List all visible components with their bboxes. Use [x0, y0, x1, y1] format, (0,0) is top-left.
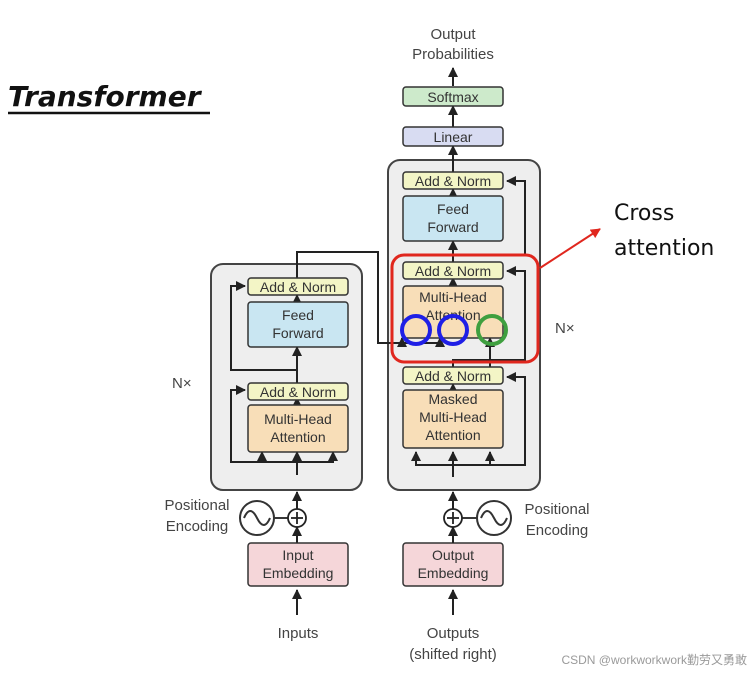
svg-text:Encoding: Encoding: [166, 518, 229, 535]
inputs-label: Inputs: [278, 625, 319, 642]
decoder-add-norm-low: [402, 366, 504, 385]
key-input-highlight: [400, 314, 432, 346]
svg-text:Encoding: Encoding: [526, 522, 589, 539]
outputs-label: Outputs: [427, 625, 480, 642]
svg-text:Multi-Head: Multi-Head: [419, 289, 487, 305]
svg-text:Add & Norm: Add & Norm: [260, 279, 336, 295]
query-input-highlight: [476, 314, 508, 346]
svg-text:Output: Output: [432, 547, 474, 563]
softmax-layer: [402, 86, 504, 107]
watermark: CSDN @workworkwork勤劳又勇敢: [561, 653, 747, 667]
svg-text:Probabilities: Probabilities: [412, 46, 494, 63]
svg-text:Masked: Masked: [428, 391, 477, 407]
decoder-masked-multi-head-attention: [402, 389, 504, 449]
svg-text:Multi-Head: Multi-Head: [264, 411, 332, 427]
positional-encoding-left: Positional: [164, 497, 229, 514]
svg-text:Forward: Forward: [272, 325, 323, 341]
linear-layer: [402, 126, 504, 147]
svg-text:(shifted right): (shifted right): [409, 646, 497, 663]
svg-text:Embedding: Embedding: [418, 565, 489, 581]
cross-attention-label: Cross: [614, 201, 674, 226]
encoder-feed-forward: [247, 301, 349, 348]
svg-text:Softmax: Softmax: [427, 89, 478, 105]
svg-text:Forward: Forward: [427, 219, 478, 235]
encoder-nx-label: N×: [172, 375, 192, 392]
svg-text:Add & Norm: Add & Norm: [260, 384, 336, 400]
svg-text:Linear: Linear: [434, 129, 473, 145]
output-probabilities-label: Output: [430, 26, 476, 43]
svg-text:Input: Input: [282, 547, 313, 563]
decoder-feed-forward: [402, 195, 504, 242]
svg-text:Feed: Feed: [282, 307, 314, 323]
cross-attention-arrow: [539, 228, 601, 269]
encoder-multi-head-attention: [247, 404, 349, 453]
svg-text:Add & Norm: Add & Norm: [415, 173, 491, 189]
svg-text:Attention: Attention: [270, 429, 325, 445]
encoder-add-norm-low: [247, 382, 349, 401]
encoder-add-norm-top: [247, 277, 349, 296]
svg-text:Multi-Head: Multi-Head: [419, 409, 487, 425]
cross-attention-highlight: [390, 253, 540, 364]
decoder-residual-masked: [452, 372, 526, 477]
value-input-highlight: [437, 314, 469, 346]
positional-encoding-right: Positional: [524, 501, 589, 518]
decoder-add-norm-mid: [402, 261, 504, 280]
encoder-attn-v: [297, 451, 338, 463]
svg-text:Add & Norm: Add & Norm: [415, 368, 491, 384]
encoder-residual-ffn: [230, 281, 297, 371]
encoder-to-decoder-v: [378, 337, 445, 347]
decoder-add-norm-top: [402, 171, 504, 190]
svg-text:Embedding: Embedding: [263, 565, 334, 581]
svg-text:Feed: Feed: [437, 201, 469, 217]
encoder-attn-q: [257, 451, 298, 475]
svg-text:Add & Norm: Add & Norm: [415, 263, 491, 279]
page-title: Transformer: [8, 80, 203, 113]
encoder-stack: [210, 263, 363, 491]
decoder-nx-label: N×: [555, 320, 575, 337]
svg-text:attention: attention: [614, 236, 714, 261]
svg-text:Attention: Attention: [425, 427, 480, 443]
input-embedding: [247, 542, 349, 587]
